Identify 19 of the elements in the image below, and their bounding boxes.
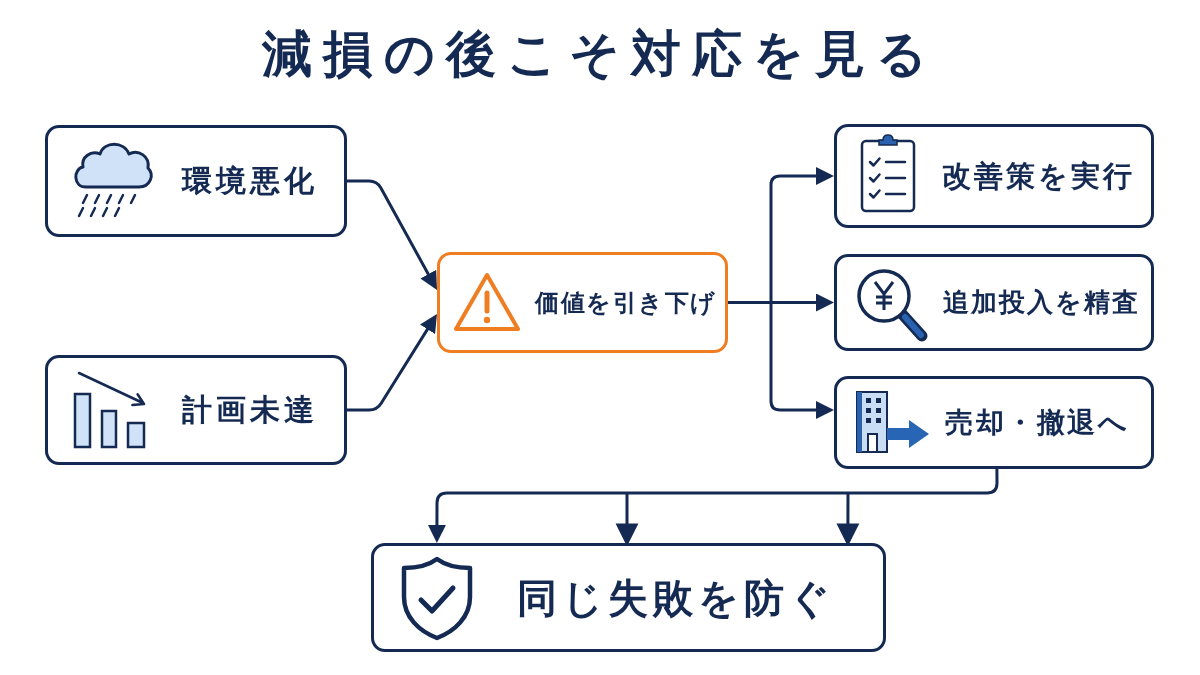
process-box [371,543,886,652]
box-label: 計画未達 [182,392,318,428]
process-box [834,124,1154,228]
title: 減損の後こそ対応を見る [262,24,938,84]
box-label: 環境悪化 [182,163,318,199]
arrow [345,314,437,412]
box-label: 追加投入を精査 [943,286,1140,319]
box-label: 価値を引き下げ [535,288,717,317]
box-label: 改善策を実行 [942,158,1135,194]
process-box [437,252,728,353]
box-label: 売却・撤退へ [945,405,1129,440]
arrow [345,179,437,290]
process-box [45,355,347,465]
arrow [726,167,834,419]
process-box [834,376,1154,469]
box-label: 同じ失敗を防ぐ [517,573,835,622]
process-box [45,125,347,237]
arrow [427,467,999,545]
process-box [834,254,1154,351]
